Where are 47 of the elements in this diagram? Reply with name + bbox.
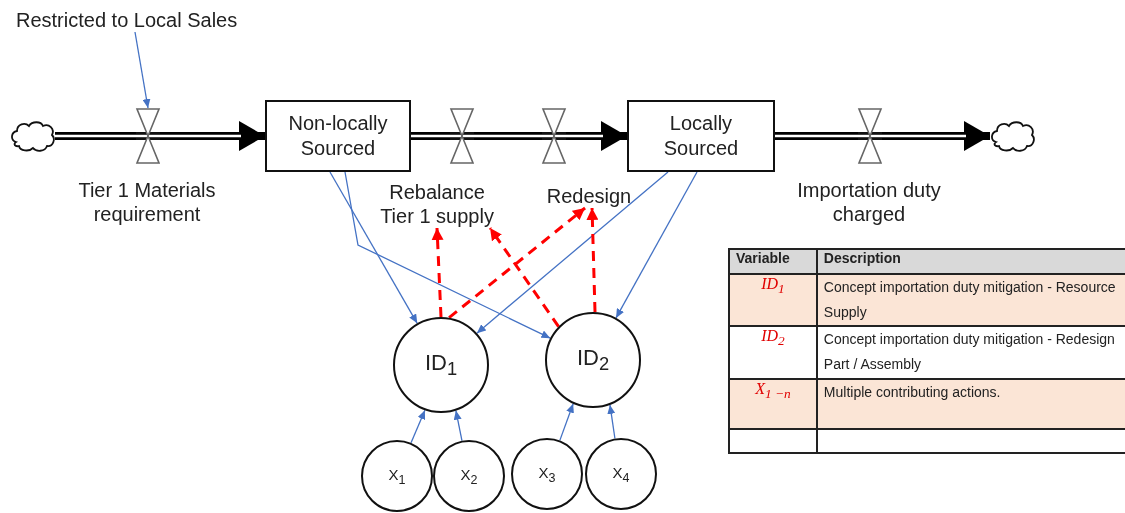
arrow	[615, 171, 698, 319]
action-circle: X$_{4}$	[585, 438, 657, 510]
dashed-arrow	[448, 206, 586, 319]
flow-label: Tier 1 Materials requirement	[77, 178, 217, 226]
valve-icon	[858, 108, 882, 164]
flow-label: Redesign	[543, 184, 635, 208]
note-text: Restricted to Local Sales	[16, 8, 266, 32]
arrow	[329, 171, 418, 324]
description-cell: Concept importation duty mitigation - Redesign Part / Assembly	[816, 326, 1125, 379]
variable-circle: ID$_{2}$	[545, 312, 641, 408]
variable-cell: X$_{1 −n}$	[729, 379, 817, 429]
dashed-arrow	[431, 227, 444, 318]
action-circle: X$_{1}$	[361, 440, 433, 512]
flow-pipe	[882, 121, 990, 151]
stock-box: Non-locally Sourced	[265, 100, 411, 172]
description-cell: Multiple contributing actions.	[816, 379, 1125, 429]
flow-pipe	[411, 132, 450, 140]
description-cell: Concept importation duty mitigation - Resource Supply	[816, 274, 1125, 326]
dashed-arrow	[488, 227, 560, 328]
action-circle: X$_{3}$	[511, 438, 583, 510]
variable-cell: ID$_{2}$	[729, 326, 817, 379]
header-cell: Description	[816, 249, 1125, 274]
valve-icon	[136, 108, 160, 164]
variable-cell: ID$_{1}$	[729, 274, 817, 326]
arrow	[607, 404, 616, 440]
arrow	[134, 31, 151, 109]
action-circle: X$_{2}$	[433, 440, 505, 512]
flow-pipe	[775, 132, 858, 140]
valve-icon	[450, 108, 474, 164]
flow-pipe	[160, 121, 265, 151]
flow-label: Rebalance Tier 1 supply	[372, 180, 502, 228]
header-cell: Variable	[729, 249, 817, 274]
valve-icon	[542, 108, 566, 164]
variable-circle: ID$_{1}$	[393, 317, 489, 413]
stock-box: Locally Sourced	[627, 100, 775, 172]
arrow	[453, 409, 463, 442]
flow-pipe	[474, 132, 542, 140]
arrow	[410, 409, 426, 444]
arrow	[476, 171, 669, 334]
flow-label: Importation duty charged	[796, 178, 942, 226]
arrow	[559, 403, 574, 441]
cloud-icon	[990, 120, 1035, 152]
arrow	[344, 171, 551, 339]
dashed-arrow	[586, 207, 599, 313]
flow-pipe	[566, 121, 627, 151]
flow-pipe	[55, 132, 136, 140]
cloud-icon	[10, 120, 55, 152]
